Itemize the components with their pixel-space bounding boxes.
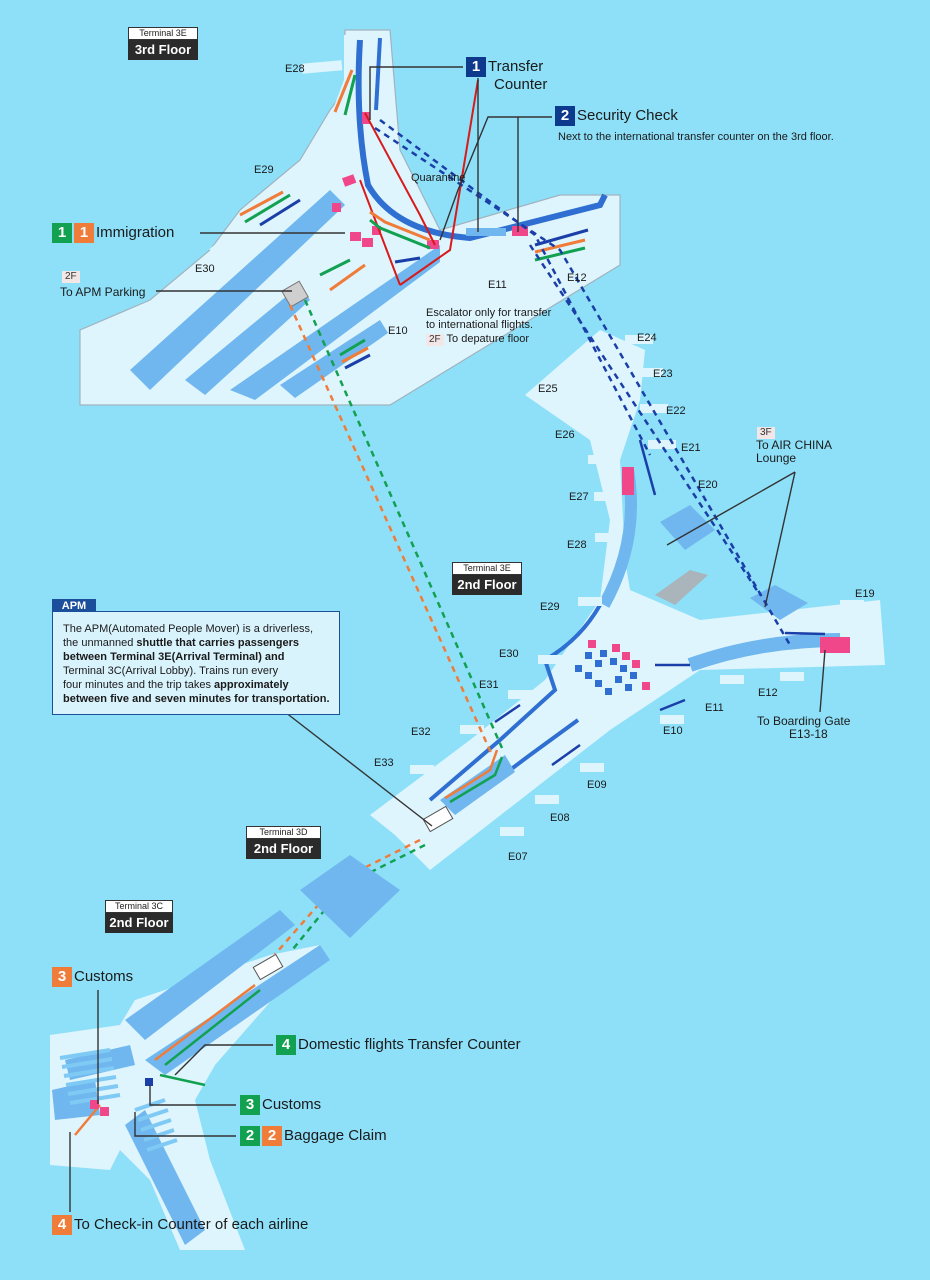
floor-3e-2f [370, 330, 885, 870]
terminal-floor: 2nd Floor [452, 575, 522, 595]
terminal-badge-3e-3f: Terminal 3E 3rd Floor [128, 27, 198, 60]
escalator-note-line1: Escalator only for transfer [426, 307, 552, 319]
gate-label: E33 [374, 757, 394, 769]
gate-label: E29 [254, 164, 274, 176]
apm-line5b: approximately [214, 679, 289, 691]
step-number: 1 [466, 57, 486, 77]
gate-label: E21 [681, 442, 701, 454]
escalator-note-line2: to international flights. [426, 319, 534, 331]
transfer-counter-label-2: Counter [494, 76, 548, 93]
air-china-label-2: Lounge [756, 451, 797, 465]
floor-3e-3f [79, 29, 621, 406]
terminal-floor: 2nd Floor [246, 839, 321, 859]
step-text: Transfer [488, 58, 544, 75]
gate-label: E07 [508, 851, 528, 863]
step-number-green: 1 [52, 223, 72, 243]
gate-label: E31 [479, 679, 499, 691]
apm-line1: The APM(Automated People Mover) is a dri… [63, 623, 314, 635]
gate-label: E12 [567, 272, 587, 284]
step-number: 4 [276, 1035, 296, 1055]
boarding-gate-label-1: To Boarding Gate [757, 714, 851, 728]
terminal-floor: 2nd Floor [105, 913, 173, 933]
terminal-badge-3d-2f: Terminal 3D 2nd Floor [246, 826, 321, 859]
terminal-name: Terminal 3C [105, 900, 173, 913]
quarantine-label: Quarantine [411, 172, 466, 184]
floor-tag: 2F [62, 271, 80, 283]
apm-parking-label: To APM Parking [60, 285, 146, 299]
terminal-badge-3e-2f: Terminal 3E 2nd Floor [452, 562, 522, 595]
apm-line5a: four minutes and the trip takes [63, 679, 215, 691]
gate-label: E19 [855, 588, 875, 600]
step-number-orange: 2 [262, 1126, 282, 1146]
gate-label: E22 [666, 405, 686, 417]
terminal-badge-3c-2f: Terminal 3C 2nd Floor [105, 900, 173, 933]
gate-label: E25 [538, 383, 558, 395]
step-text: Security Check [577, 107, 678, 124]
step-number: 3 [240, 1095, 260, 1115]
step-text: Immigration [96, 224, 175, 241]
step-number-orange: 1 [74, 223, 94, 243]
gate-label: E32 [411, 726, 431, 738]
security-check-note: Next to the international transfer count… [558, 131, 834, 143]
gate-label: E12 [758, 687, 778, 699]
step-text: Baggage Claim [284, 1127, 387, 1144]
gate-label: E30 [499, 648, 519, 660]
terminal-name: Terminal 3E [452, 562, 522, 575]
air-china-tag: 3F [757, 424, 775, 439]
step-number: 3 [52, 967, 72, 987]
apm-title: APM [52, 599, 96, 613]
gate-label: E26 [555, 429, 575, 441]
apm-line2b: shuttle that carries passengers [136, 637, 300, 649]
gate-label: E23 [653, 368, 673, 380]
gate-label: E30 [195, 263, 215, 275]
floor-tag: 3F [757, 427, 775, 439]
air-china-label-1: To AIR CHINA [756, 438, 833, 452]
gate-label: E28 [567, 539, 587, 551]
floor-3c-2f [50, 910, 330, 1250]
gate-label: E08 [550, 812, 570, 824]
step-number-green: 2 [240, 1126, 260, 1146]
apm-line2a: the unmanned [63, 637, 137, 649]
terminal-name: Terminal 3D [246, 826, 321, 839]
gate-label: E09 [587, 779, 607, 791]
step-number: 2 [555, 106, 575, 126]
gate-label: E20 [698, 479, 718, 491]
step-text: Customs [74, 968, 134, 985]
floor-tag: 2F [426, 334, 444, 346]
apm-info-box: The APM(Automated People Mover) is a dri… [52, 611, 340, 715]
gate-label: E11 [705, 702, 724, 714]
step-text: To Check-in Counter of each airline [74, 1216, 309, 1233]
terminal-floor: 3rd Floor [128, 40, 198, 60]
apm-line6: between five and seven minutes for trans… [63, 693, 330, 705]
escalator-note: Escalator only for transfer to internati… [426, 307, 551, 346]
step-text: Customs [262, 1096, 322, 1113]
gate-label: E28 [285, 63, 305, 75]
gate-label: E10 [388, 325, 408, 337]
terminal-name: Terminal 3E [128, 27, 198, 40]
gate-label: E24 [637, 332, 657, 344]
apm-parking-tag: 2F [62, 268, 80, 283]
gate-label: E27 [569, 491, 589, 503]
departure-floor-label: To depature floor [446, 333, 530, 345]
apm-line3: between Terminal 3E(Arrival Terminal) an… [63, 651, 285, 663]
step-text: Domestic flights Transfer Counter [298, 1036, 521, 1053]
boarding-gate-label-2: E13-18 [789, 727, 828, 741]
step-number: 4 [52, 1215, 72, 1235]
gate-label: E11 [488, 279, 507, 291]
gate-label: E10 [663, 725, 683, 737]
gate-label: E29 [540, 601, 560, 613]
apm-line4: Terminal 3C(Arrival Lobby). Trains run e… [63, 665, 279, 677]
